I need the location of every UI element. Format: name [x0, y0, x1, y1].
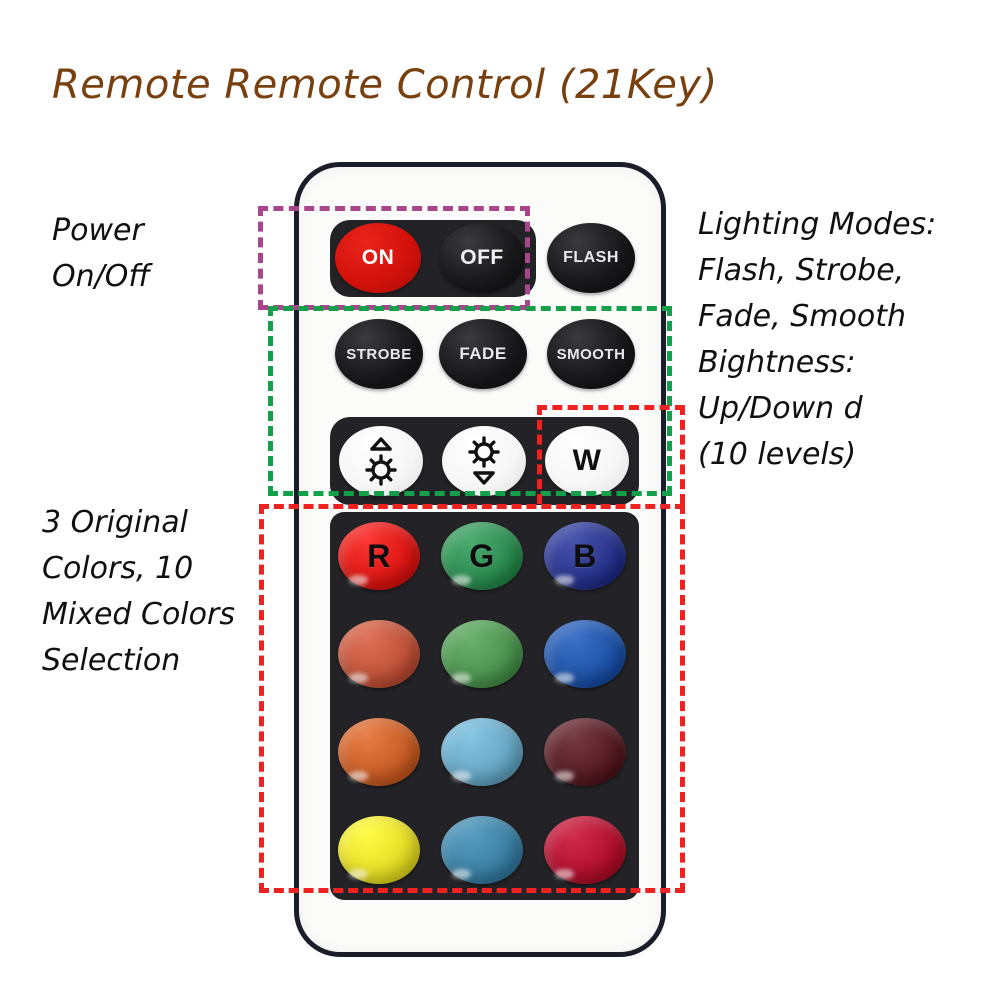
- annotation-colors-line-1: 3 Original: [42, 505, 189, 540]
- button-flash[interactable]: FLASH: [547, 223, 635, 293]
- color-button-yellow[interactable]: [338, 816, 420, 884]
- annotation-modes-line-4: Bightness:: [698, 345, 856, 380]
- color-button-light-blue[interactable]: [441, 718, 523, 786]
- button-brightness-down[interactable]: [442, 426, 526, 496]
- color-button-crimson[interactable]: [544, 816, 626, 884]
- annotation-power-line-1: Power: [52, 213, 144, 248]
- annotation-colors-label: 3 Original Colors, 10 Mixed Colors Selec…: [42, 500, 235, 684]
- color-button-teal[interactable]: [441, 816, 523, 884]
- annotation-box-colors: [259, 504, 685, 893]
- color-button-orange[interactable]: [338, 718, 420, 786]
- annotation-modes-line-3: Fade, Smooth: [698, 299, 906, 334]
- annotation-modes-line-2: Flash, Strobe,: [698, 253, 905, 288]
- color-button-mid-green[interactable]: [441, 620, 523, 688]
- remote-control-body: ON OFF FLASH STROBE FADE SMOOTH: [294, 162, 666, 957]
- color-button-maroon[interactable]: [544, 718, 626, 786]
- annotation-modes-line-1: Lighting Modes:: [698, 207, 937, 242]
- annotation-box-power: [258, 206, 530, 310]
- annotation-box-modes: [268, 306, 672, 496]
- annotation-box-brightness: [537, 405, 685, 504]
- annotation-modes-line-5: Up/Down d: [698, 391, 863, 426]
- annotation-colors-line-2: Colors, 10: [42, 551, 194, 586]
- annotation-power-line-2: On/Off: [52, 259, 150, 294]
- color-button-royal-blue[interactable]: [544, 620, 626, 688]
- brightness-down-icon: [468, 436, 500, 485]
- annotation-power-label: Power On/Off: [52, 208, 150, 300]
- annotation-colors-line-4: Selection: [42, 643, 181, 678]
- color-button-orange-red[interactable]: [338, 620, 420, 688]
- annotation-colors-line-3: Mixed Colors: [42, 597, 235, 632]
- page-title: Remote Remote Control (21Key): [52, 62, 718, 108]
- button-flash-label: FLASH: [563, 249, 619, 266]
- annotation-lighting-modes-label: Lighting Modes: Flash, Strobe, Fade, Smo…: [698, 202, 936, 478]
- brightness-up-icon: [365, 437, 397, 486]
- annotation-modes-line-6: (10 levels): [698, 437, 857, 472]
- button-brightness-up[interactable]: [339, 426, 423, 496]
